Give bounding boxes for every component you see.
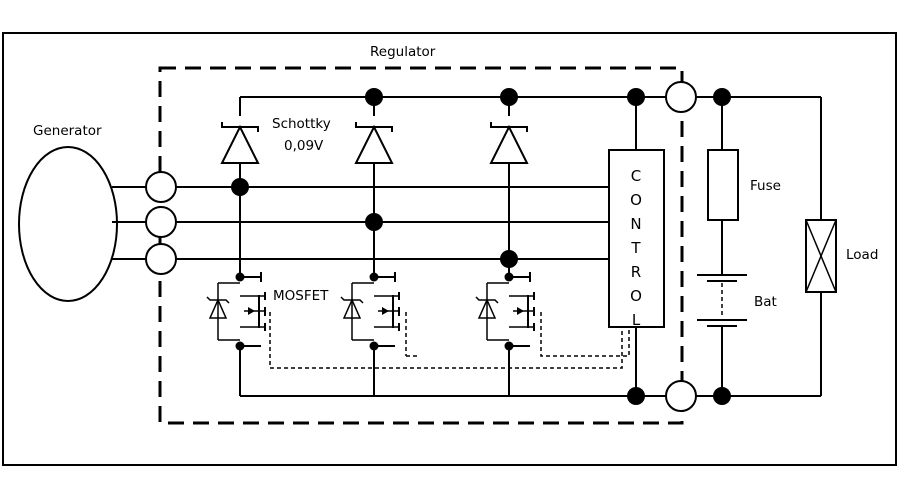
phase-wires bbox=[112, 186, 608, 260]
battery-label: Bat bbox=[754, 294, 777, 310]
generator-symbol bbox=[18, 146, 118, 302]
output-terminal-positive bbox=[665, 81, 697, 113]
schottky-label: Schottky bbox=[272, 116, 331, 132]
gate-drive-lines bbox=[269, 312, 630, 369]
mosfet-1 bbox=[206, 272, 266, 347]
junction-dots bbox=[231, 88, 731, 405]
regulator-label: Regulator bbox=[370, 44, 436, 60]
schottky-diode-1 bbox=[220, 122, 260, 164]
phase-terminals bbox=[145, 171, 177, 275]
fuse-label: Fuse bbox=[750, 178, 781, 194]
svg-text:O: O bbox=[630, 191, 642, 209]
mosfet-2 bbox=[340, 272, 400, 347]
fuse-symbol bbox=[707, 149, 739, 221]
load-label: Load bbox=[846, 247, 878, 263]
svg-text:T: T bbox=[630, 239, 641, 257]
mosfet-3 bbox=[475, 272, 535, 347]
svg-text:N: N bbox=[630, 215, 641, 233]
svg-text:C: C bbox=[631, 167, 641, 185]
control-label: C O N T R O L bbox=[630, 167, 642, 329]
mosfet-label: MOSFET bbox=[273, 288, 329, 304]
schottky-diode-3 bbox=[489, 122, 529, 164]
schottky-diode-2 bbox=[354, 122, 394, 164]
svg-text:R: R bbox=[631, 263, 641, 281]
generator-label: Generator bbox=[33, 123, 102, 139]
load-symbol bbox=[805, 219, 837, 293]
rectifier-columns bbox=[239, 97, 510, 396]
outer-frame bbox=[2, 32, 897, 466]
schottky-voltage-label: 0,09V bbox=[284, 138, 324, 154]
output-terminal-negative bbox=[665, 380, 697, 412]
svg-text:L: L bbox=[632, 311, 641, 329]
battery-symbol bbox=[697, 274, 747, 327]
regulator-boundary bbox=[158, 66, 684, 425]
svg-text:O: O bbox=[630, 287, 642, 305]
